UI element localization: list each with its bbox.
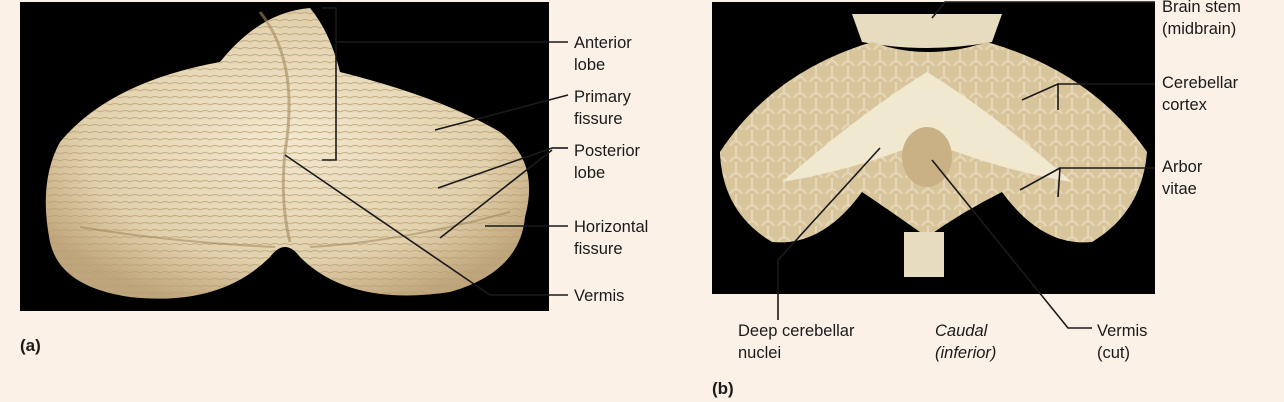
cerebellum-section-photo <box>712 2 1155 294</box>
label-posterior-lobe: Posterior lobe <box>574 142 641 182</box>
leader-cortex-2 <box>1057 83 1155 110</box>
label-horizontal-fissure: Horizontal fissure <box>574 218 649 258</box>
label-primary-fissure: Primary fissure <box>574 88 631 128</box>
label-caudal-inferior: Caudal (inferior) <box>935 322 997 362</box>
leader-posterior-lobe-2 <box>439 149 553 239</box>
lower-stem <box>904 232 944 277</box>
leader-brain-stem <box>931 1 1155 19</box>
label-cerebellar-cortex: Cerebellar cortex <box>1162 74 1239 114</box>
cerebellum-external-photo <box>20 2 549 311</box>
leader-arbor-1 <box>1019 167 1061 191</box>
label-brain-stem: Brain stem (midbrain) <box>1162 0 1241 38</box>
label-deep-cerebellar-nuclei: Deep cerebellar nuclei <box>738 322 855 362</box>
panel-a-letter: (a) <box>20 336 41 355</box>
label-vermis: Vermis <box>574 287 625 305</box>
anterior-bracket <box>322 7 337 161</box>
panel-b-letter: (b) <box>712 379 734 398</box>
cerebellum-section-illustration <box>720 14 1147 277</box>
leader-cortex-1 <box>1021 83 1059 101</box>
cerebellum-external-illustration <box>45 8 530 299</box>
leader-deep-nuclei <box>777 147 881 320</box>
label-anterior-lobe: Anterior lobe <box>574 34 632 74</box>
leader-posterior-lobe-1 <box>437 147 553 189</box>
leader-vermis <box>284 154 568 296</box>
label-vermis-cut: Vermis (cut) <box>1097 322 1148 362</box>
leader-arbor-2 <box>1057 167 1155 198</box>
label-arbor-vitae: Arbor vitae <box>1162 158 1203 198</box>
leader-vermis-cut <box>931 159 1092 329</box>
brain-stem-shape <box>852 14 1002 48</box>
leader-primary-fissure <box>434 94 569 131</box>
